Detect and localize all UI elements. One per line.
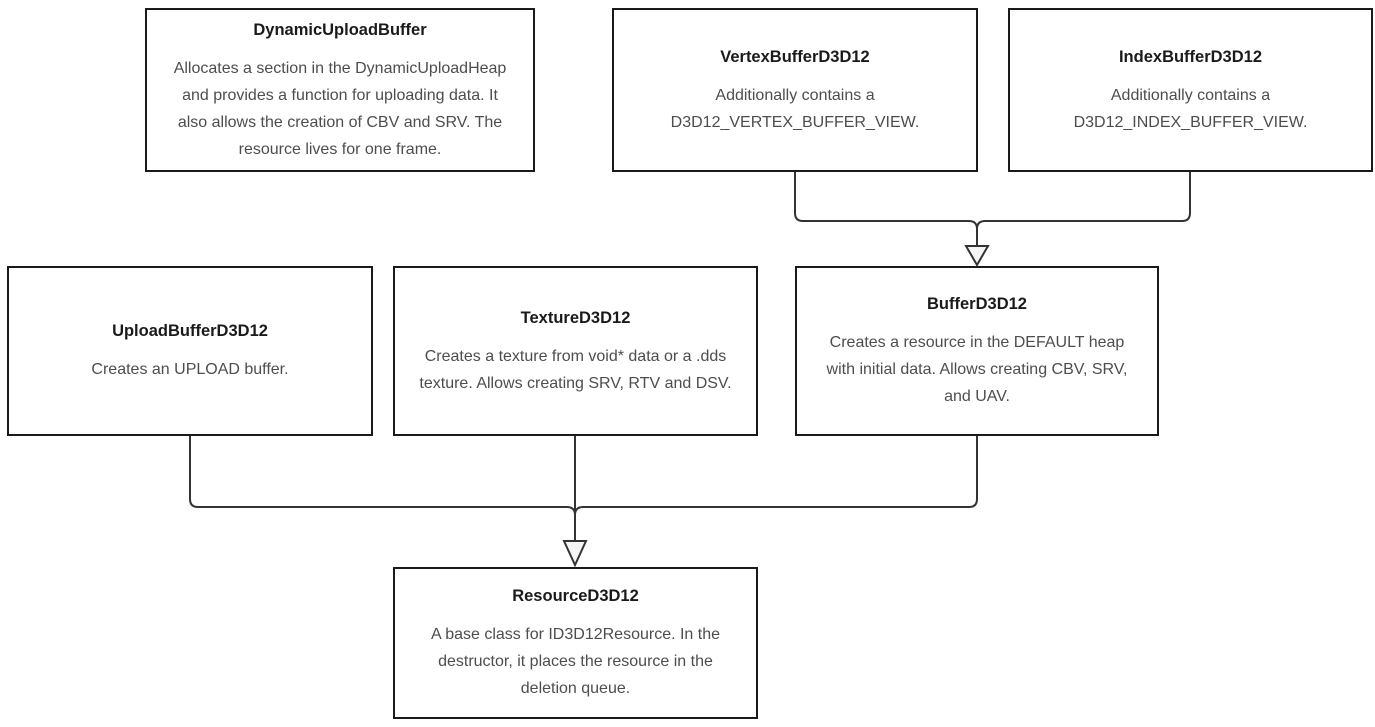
node-title: VertexBufferD3D12	[720, 47, 870, 66]
node-description: Additionally contains a D3D12_INDEX_BUFF…	[1073, 86, 1308, 131]
node-title: BufferD3D12	[927, 295, 1027, 313]
node-indexbufferd3d12: IndexBufferD3D12 Additionally contains a…	[1008, 8, 1373, 172]
node-textured3d12: TextureD3D12 Creates a texture from void…	[393, 266, 758, 436]
node-dynamicuploadbuffer: DynamicUploadBuffer Allocates a section …	[145, 8, 535, 172]
node-description: A base class for ID3D12Resource. In the …	[430, 626, 721, 697]
node-title: IndexBufferD3D12	[1118, 47, 1263, 66]
hollow-arrowhead-icon	[562, 540, 588, 568]
node-description: Creates an UPLOAD buffer.	[91, 361, 289, 378]
edge-vertexbuffer-to-buffer	[794, 172, 978, 246]
node-uploadbufferd3d12: UploadBufferD3D12 Creates an UPLOAD buff…	[7, 266, 373, 436]
edge-uploadbuffer-to-resource	[189, 436, 576, 516]
node-title: TextureD3D12	[520, 308, 631, 327]
node-description: Creates a texture from void* data or a .…	[419, 347, 732, 392]
node-description: Allocates a section in the DynamicUpload…	[173, 59, 507, 158]
node-title: UploadBufferD3D12	[112, 322, 268, 340]
node-description: Additionally contains a D3D12_VERTEX_BUF…	[670, 86, 920, 131]
edge-indexbuffer-to-buffer	[976, 172, 1191, 230]
edge-buffer-to-resource	[574, 436, 978, 516]
node-description: Creates a resource in the DEFAULT heap w…	[826, 334, 1128, 405]
node-bufferd3d12: BufferD3D12 Creates a resource in the DE…	[795, 266, 1159, 436]
hollow-arrowhead-icon	[964, 245, 990, 267]
node-resourced3d12: ResourceD3D12 A base class for ID3D12Res…	[393, 567, 758, 719]
node-vertexbufferd3d12: VertexBufferD3D12 Additionally contains …	[612, 8, 978, 172]
node-title: ResourceD3D12	[512, 587, 639, 605]
node-title: DynamicUploadBuffer	[253, 20, 427, 39]
